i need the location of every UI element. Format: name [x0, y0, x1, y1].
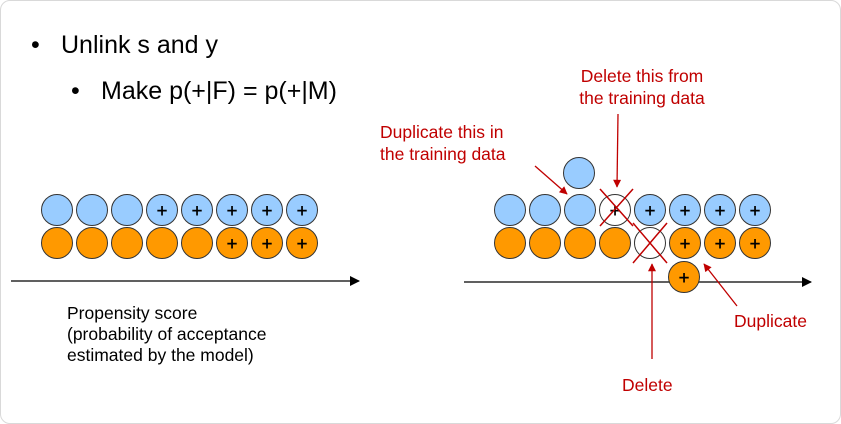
data-circle [529, 194, 561, 226]
data-circle [76, 227, 108, 259]
plus-mark: + [226, 235, 239, 253]
annotation-duplicate: Duplicate [734, 311, 807, 331]
bullet-dot-icon: • [31, 31, 40, 59]
data-circle [669, 194, 701, 226]
annotation-delete-from-line-2: the training data [579, 88, 705, 108]
plus-mark: + [296, 235, 309, 253]
plus-mark: + [749, 202, 762, 220]
data-circle [286, 227, 318, 259]
plus-mark: + [226, 202, 239, 220]
annotation-duplicate-in-line-1: Duplicate this in [380, 122, 504, 142]
plus-mark: + [261, 235, 274, 253]
arrow-delete-from [613, 113, 622, 188]
propensity-caption: Propensity score (probability of accepta… [67, 303, 266, 366]
data-circle [494, 227, 526, 259]
bullet-level-2-text: Make p(+|F) = p(+|M) [101, 77, 337, 105]
annotation-delete-from: Delete this from the training data [557, 65, 727, 109]
data-circle [76, 194, 108, 226]
duplicated-orange-circle [668, 261, 700, 293]
bullet-level-1: • Unlink s and y [31, 31, 218, 60]
data-circle [739, 227, 771, 259]
data-circle [494, 194, 526, 226]
data-circle [111, 227, 143, 259]
data-circle [704, 227, 736, 259]
duplicated-orange-plus: + [678, 269, 691, 287]
plus-mark: + [644, 202, 657, 220]
data-circle [181, 194, 213, 226]
arrow-duplicate-in [534, 165, 568, 195]
data-circle [669, 227, 701, 259]
caption-line-3: estimated by the model) [67, 345, 254, 365]
bullet-level-2: • Make p(+|F) = p(+|M) [71, 77, 337, 106]
data-circle [41, 194, 73, 226]
right-bottom-row: + + + [494, 227, 771, 259]
caption-line-2: (probability of acceptance [67, 324, 267, 344]
data-circle [216, 227, 248, 259]
data-circle [146, 227, 178, 259]
delete-cross-orange [632, 222, 668, 264]
data-circle [181, 227, 213, 259]
data-circle [41, 227, 73, 259]
data-circle [564, 194, 596, 226]
right-top-row: +++++ [494, 194, 771, 226]
annotation-duplicate-in: Duplicate this in the training data [380, 121, 506, 165]
left-bottom-row: + + + [41, 227, 318, 259]
data-circle [704, 194, 736, 226]
annotation-duplicate-in-line-2: the training data [380, 144, 506, 164]
plus-mark: + [156, 202, 169, 220]
data-circle [251, 227, 283, 259]
plus-mark: + [714, 235, 727, 253]
data-circle [634, 194, 666, 226]
data-circle [286, 194, 318, 226]
plus-mark: + [679, 235, 692, 253]
annotation-delete-from-line-1: Delete this from [580, 66, 704, 86]
data-circle [111, 194, 143, 226]
delete-cross-blue [599, 188, 634, 227]
plus-mark: + [749, 235, 762, 253]
plus-mark: + [679, 202, 692, 220]
caption-line-1: Propensity score [67, 303, 198, 323]
data-circle [739, 194, 771, 226]
plus-mark: + [296, 202, 309, 220]
bullet-dot-icon: • [71, 77, 80, 105]
arrow-duplicate [703, 263, 738, 307]
data-circle [599, 227, 631, 259]
data-circle [251, 194, 283, 226]
plus-mark: + [714, 202, 727, 220]
data-circle [529, 227, 561, 259]
plus-mark: + [261, 202, 274, 220]
plus-mark: + [191, 202, 204, 220]
left-top-row: + + + + + [41, 194, 318, 226]
duplicated-blue-circle [563, 157, 595, 189]
annotation-delete: Delete [622, 375, 673, 395]
bullet-level-1-text: Unlink s and y [61, 31, 219, 59]
data-circle [216, 194, 248, 226]
data-circle [146, 194, 178, 226]
data-circle [564, 227, 596, 259]
